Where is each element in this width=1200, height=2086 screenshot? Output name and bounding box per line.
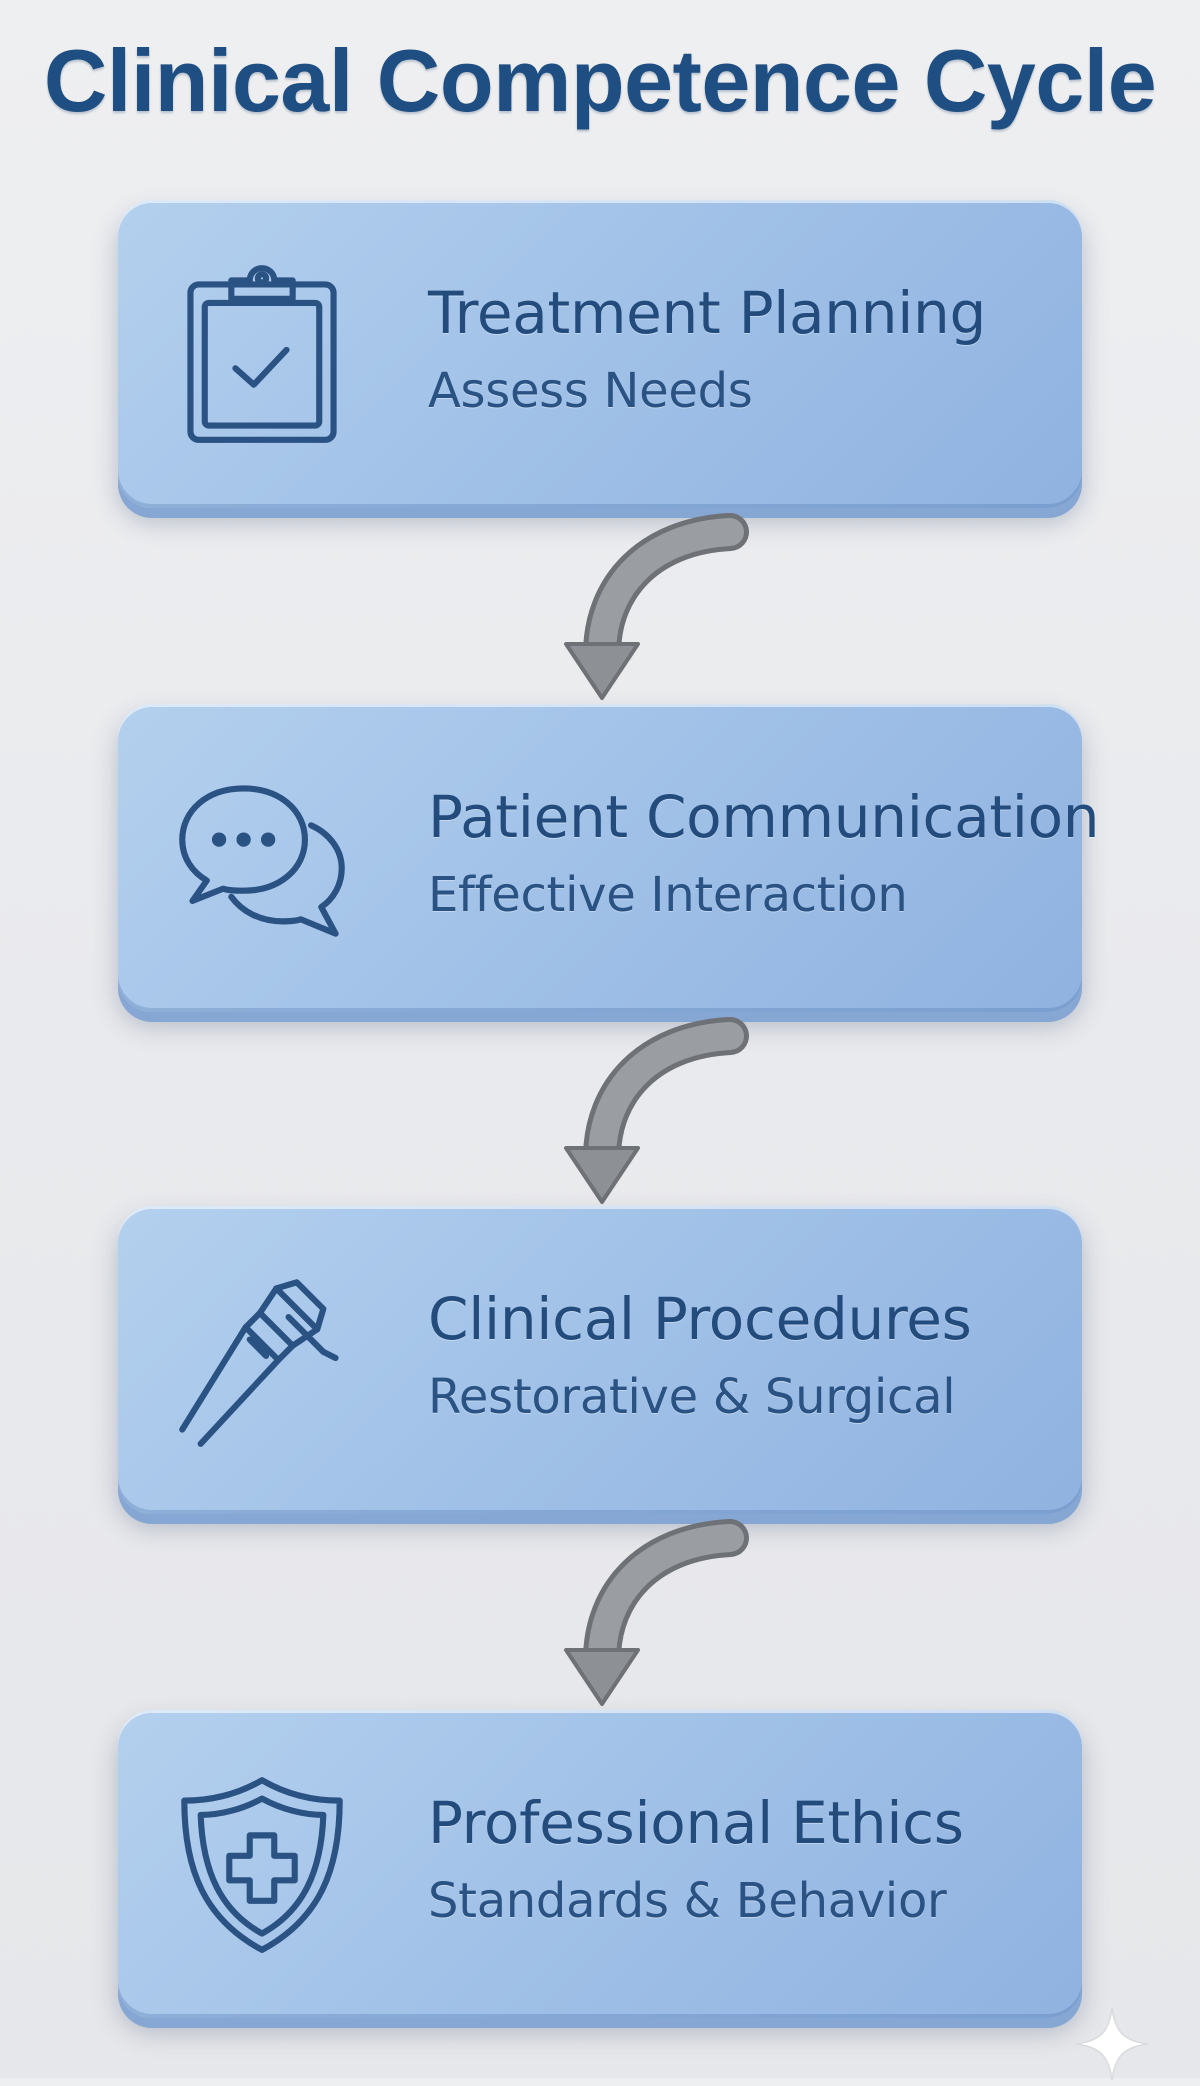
diagram-title: Clinical Competence Cycle — [43, 31, 1157, 130]
step-card-clinical-procedures: Clinical Procedures Restorative & Surgic… — [118, 1206, 1082, 1514]
step-subtitle: Standards & Behavior — [428, 1873, 947, 1929]
shield-cross-icon — [170, 1772, 354, 1956]
step-subtitle: Restorative & Surgical — [428, 1369, 956, 1425]
step-title: Treatment Planning — [428, 279, 987, 347]
step-card-treatment-planning: Treatment Planning Assess Needs — [118, 200, 1082, 508]
step-subtitle: Assess Needs — [428, 363, 753, 419]
step-title: Patient Communication — [428, 783, 1100, 851]
step-card-patient-communication: Patient Communication Effective Interact… — [118, 704, 1100, 1012]
step-subtitle: Effective Interaction — [428, 867, 908, 923]
chat-bubbles-icon — [170, 766, 354, 950]
step-title: Clinical Procedures — [428, 1285, 972, 1353]
curved-arrow-icon — [540, 1512, 760, 1712]
clipboard-check-icon — [170, 262, 354, 446]
sparkle-icon — [1074, 2006, 1150, 2082]
curved-arrow-icon — [540, 506, 760, 706]
step-title: Professional Ethics — [428, 1789, 964, 1857]
curved-arrow-icon — [540, 1010, 760, 1210]
dental-handpiece-icon — [170, 1268, 354, 1452]
step-card-professional-ethics: Professional Ethics Standards & Behavior — [118, 1710, 1082, 2018]
